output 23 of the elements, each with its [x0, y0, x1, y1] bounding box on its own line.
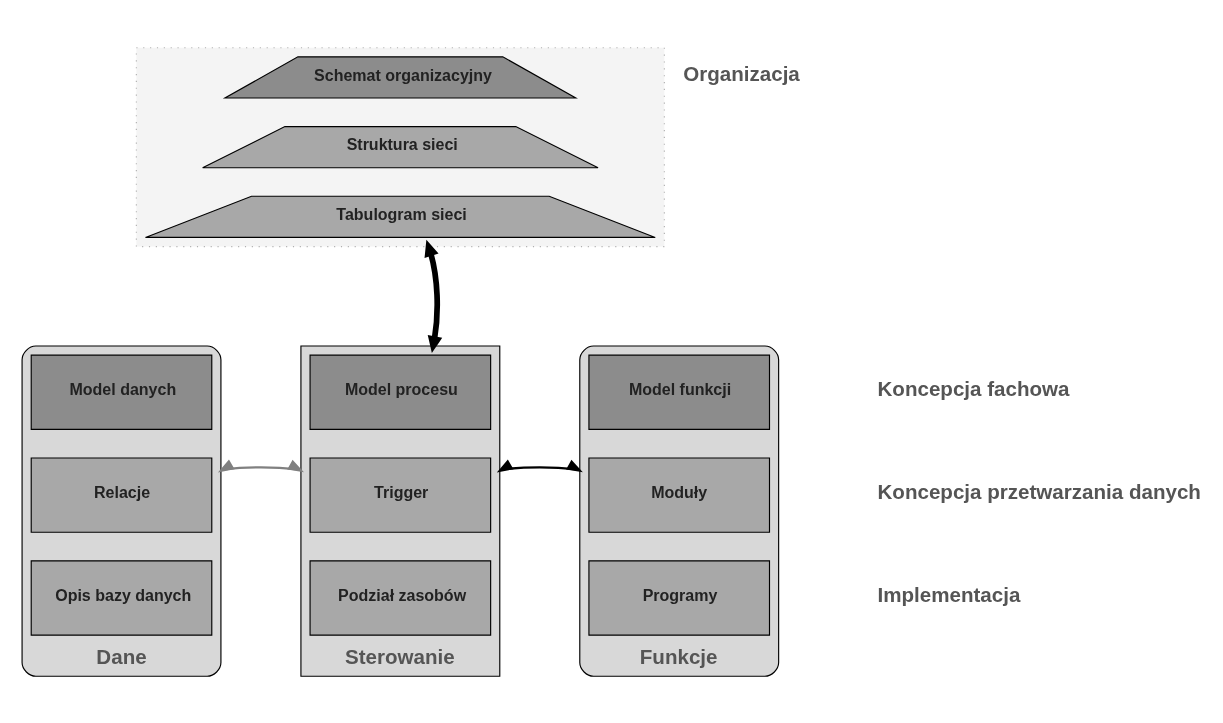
- arrow: [424, 239, 443, 353]
- cluster: [300, 344, 501, 677]
- node-box: Podział zasobów: [309, 559, 492, 636]
- node-label: Dane: [96, 644, 147, 668]
- node-box: Trigger: [309, 456, 492, 533]
- cluster: [21, 344, 222, 677]
- node-label: Sterowanie: [344, 644, 455, 668]
- node-box: Opis bazy danych: [30, 559, 213, 636]
- arrow: [217, 459, 304, 472]
- node-box: Relacje: [30, 456, 213, 533]
- label: Organizacja: [683, 61, 800, 85]
- cluster: [579, 344, 780, 677]
- node-box: Programy: [588, 559, 771, 636]
- node-box: Model danych: [30, 354, 213, 430]
- node-box: Model procesu: [309, 354, 492, 430]
- label: Koncepcja fachowa: [877, 376, 1070, 400]
- label: Koncepcja przetwarzania danych: [877, 479, 1201, 503]
- node-box: Moduły: [588, 456, 771, 533]
- label: Implementacja: [877, 582, 1021, 606]
- node-label: Funkcje: [639, 644, 718, 668]
- node-box: Model funkcji: [588, 354, 771, 430]
- cluster: [135, 46, 665, 247]
- arrow: [496, 459, 583, 472]
